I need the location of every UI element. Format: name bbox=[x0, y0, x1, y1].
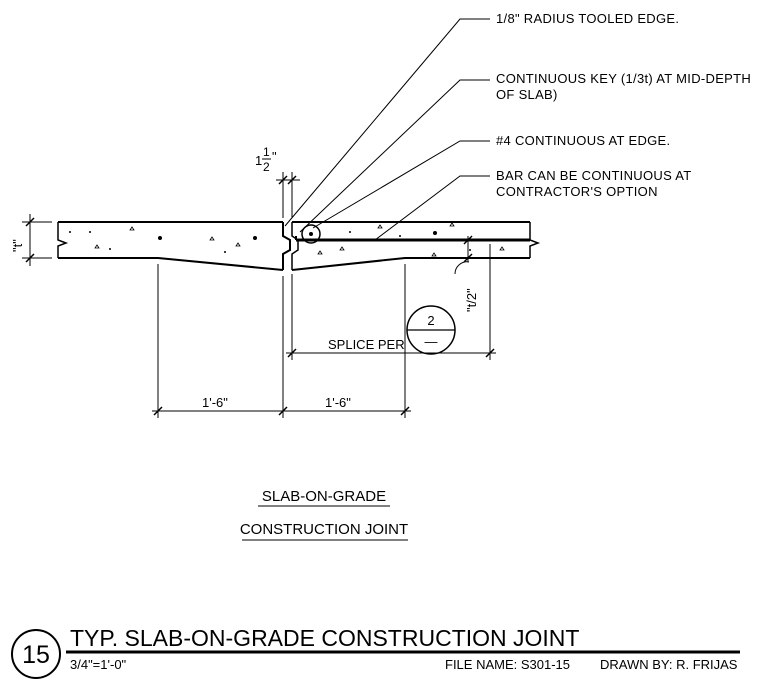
run-dimensions bbox=[152, 264, 411, 418]
note-continuous-key-line2: OF SLAB) bbox=[496, 87, 558, 102]
slab-section bbox=[57, 221, 541, 271]
concrete-stipple bbox=[69, 222, 505, 257]
section-reference-sheet: — bbox=[425, 334, 438, 349]
half-thickness-dimension bbox=[454, 235, 490, 275]
detail-scale: 3/4"=1'-0" bbox=[70, 657, 127, 672]
splice-dimension bbox=[286, 244, 496, 360]
section-reference-number: 2 bbox=[427, 313, 434, 328]
half-thickness-label: "t/2" bbox=[464, 288, 479, 312]
detail-number: 15 bbox=[22, 641, 50, 669]
detail-title: TYP. SLAB-ON-GRADE CONSTRUCTION JOINT bbox=[70, 625, 579, 651]
gap-dimension bbox=[276, 172, 300, 218]
gap-dimension-unit: " bbox=[272, 149, 277, 164]
gap-dimension-denominator: 2 bbox=[263, 160, 270, 174]
leader-lines bbox=[284, 18, 490, 241]
gap-dimension-whole: 1 bbox=[255, 153, 262, 168]
gap-dimension-numerator: 1 bbox=[263, 145, 270, 159]
file-name: FILE NAME: S301-15 bbox=[445, 657, 570, 672]
drawn-by: DRAWN BY: R. FRIJAS bbox=[600, 657, 738, 672]
thickness-dimension bbox=[22, 214, 52, 266]
note-continuous-key-line1: CONTINUOUS KEY (1/3t) AT MID-DEPTH bbox=[496, 71, 751, 86]
note-bar-at-edge: #4 CONTINUOUS AT EDGE. bbox=[496, 133, 670, 148]
left-run-label: 1'-6" bbox=[202, 395, 228, 410]
note-tooled-edge: 1/8" RADIUS TOOLED EDGE. bbox=[496, 11, 679, 26]
caption-line2: CONSTRUCTION JOINT bbox=[240, 521, 408, 538]
section-reference-bubble bbox=[406, 305, 456, 355]
right-run-label: 1'-6" bbox=[325, 395, 351, 410]
caption-line1: SLAB-ON-GRADE bbox=[262, 488, 386, 505]
title-block bbox=[11, 629, 740, 679]
thickness-label: "t" bbox=[10, 239, 25, 252]
note-bar-continuous-line1: BAR CAN BE CONTINUOUS AT bbox=[496, 168, 691, 183]
splice-label: SPLICE PER bbox=[328, 337, 405, 352]
note-bar-continuous-line2: CONTRACTOR'S OPTION bbox=[496, 184, 658, 199]
